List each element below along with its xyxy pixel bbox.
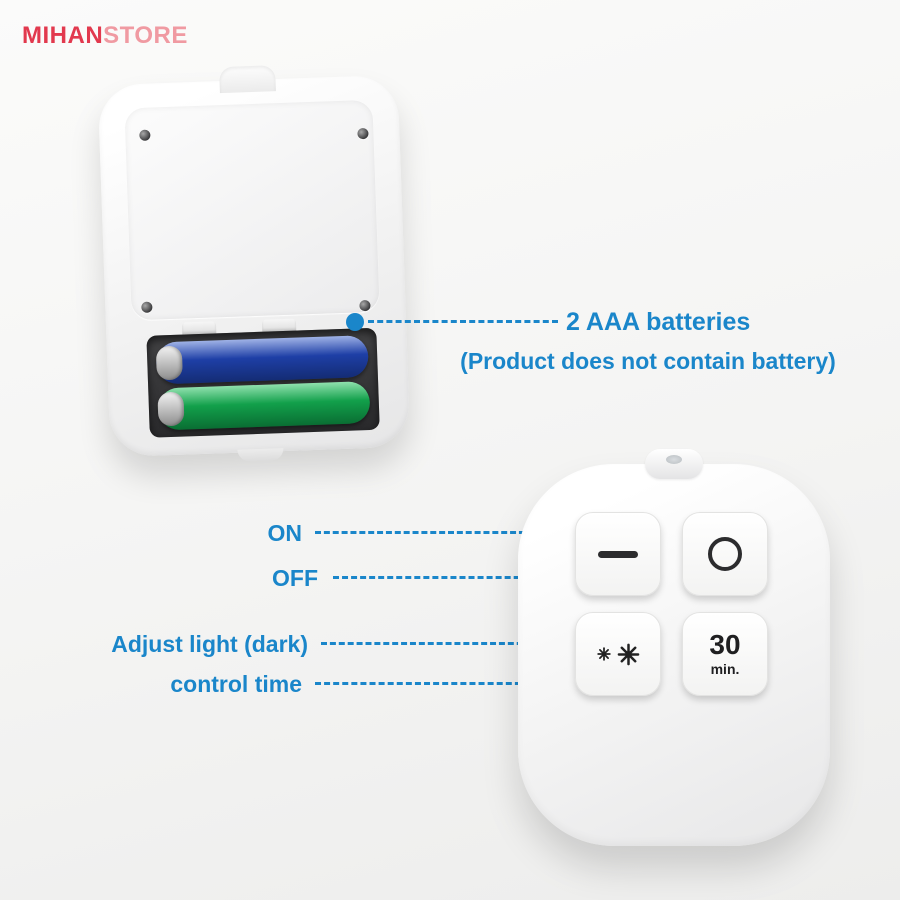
label-off: OFF [272, 565, 318, 591]
battery-tip [157, 391, 185, 427]
timer-value: 30 [709, 629, 741, 660]
sensor-led-icon [666, 455, 682, 464]
label-control-time: control time [170, 671, 302, 697]
label-on: ON [267, 520, 303, 546]
dashed-connector-adjust [321, 642, 585, 645]
logo-secondary-text: STORE [103, 22, 188, 49]
battery-annotation-title: 2 AAA batteries [566, 308, 751, 336]
mihanstore-logo: MIHANSTORE [22, 22, 188, 50]
back-inner-panel [124, 99, 380, 321]
hanger-tab [219, 65, 276, 94]
dashed-connector-off [333, 576, 601, 579]
brightness-icon [596, 643, 640, 666]
label-adjust-light: Adjust light (dark) [111, 631, 308, 657]
dashed-connector-on [315, 531, 587, 534]
aaa-battery-green [157, 381, 371, 431]
aaa-battery-blue [155, 335, 369, 385]
dashed-connector-battery [368, 320, 558, 323]
timer-unit: min. [710, 661, 740, 677]
button-off [682, 512, 768, 596]
remote-control-device: 30 min. [518, 449, 830, 846]
battery-annotation-note: (Product does not contain battery) [460, 348, 836, 374]
power-circle-icon [708, 537, 742, 571]
brightness-large-icon [617, 643, 639, 665]
button-adjust-light [575, 612, 661, 696]
button-timer: 30 min. [682, 612, 768, 696]
light-back-panel-device [97, 65, 411, 462]
battery-tip [155, 345, 183, 381]
light-sensor [645, 449, 703, 479]
button-on [575, 512, 661, 596]
battery-compartment [146, 327, 380, 438]
pointer-dot [346, 313, 364, 331]
logo-primary-text: MIHAN [22, 22, 104, 49]
brightness-small-icon [596, 647, 611, 661]
minus-icon [598, 550, 638, 558]
thumb-notch [237, 448, 284, 462]
dashed-connector-time [315, 682, 639, 685]
